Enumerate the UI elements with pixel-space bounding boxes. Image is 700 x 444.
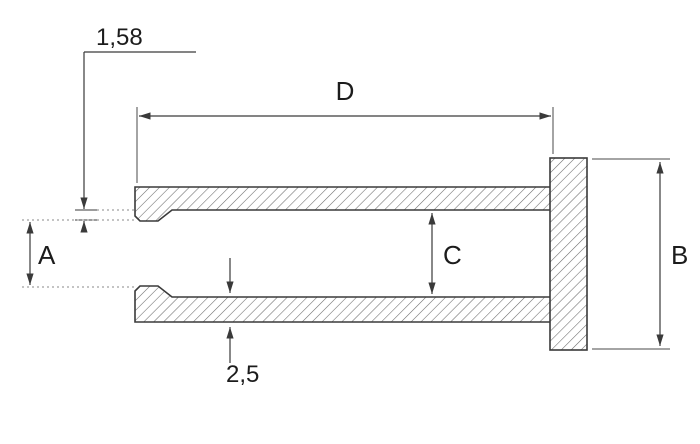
top-wall-section [134,186,552,222]
dimension-lip-thickness [75,51,196,233]
dim-label-flange-height: B [671,240,688,270]
dim-label-lip-thickness: 1,58 [96,24,143,51]
dimension-flange-height [592,158,670,350]
dim-label-inner-height: C [443,240,462,270]
dim-label-bottom-wall: 2,5 [226,361,259,388]
bottom-wall-section [134,285,552,323]
flange-section [549,157,588,351]
dim-label-bore-entry: A [38,240,56,270]
part-cross-section [134,157,588,351]
dim-label-length: D [336,76,355,106]
dimension-bore-entry [22,219,136,288]
dimension-length [136,107,554,183]
